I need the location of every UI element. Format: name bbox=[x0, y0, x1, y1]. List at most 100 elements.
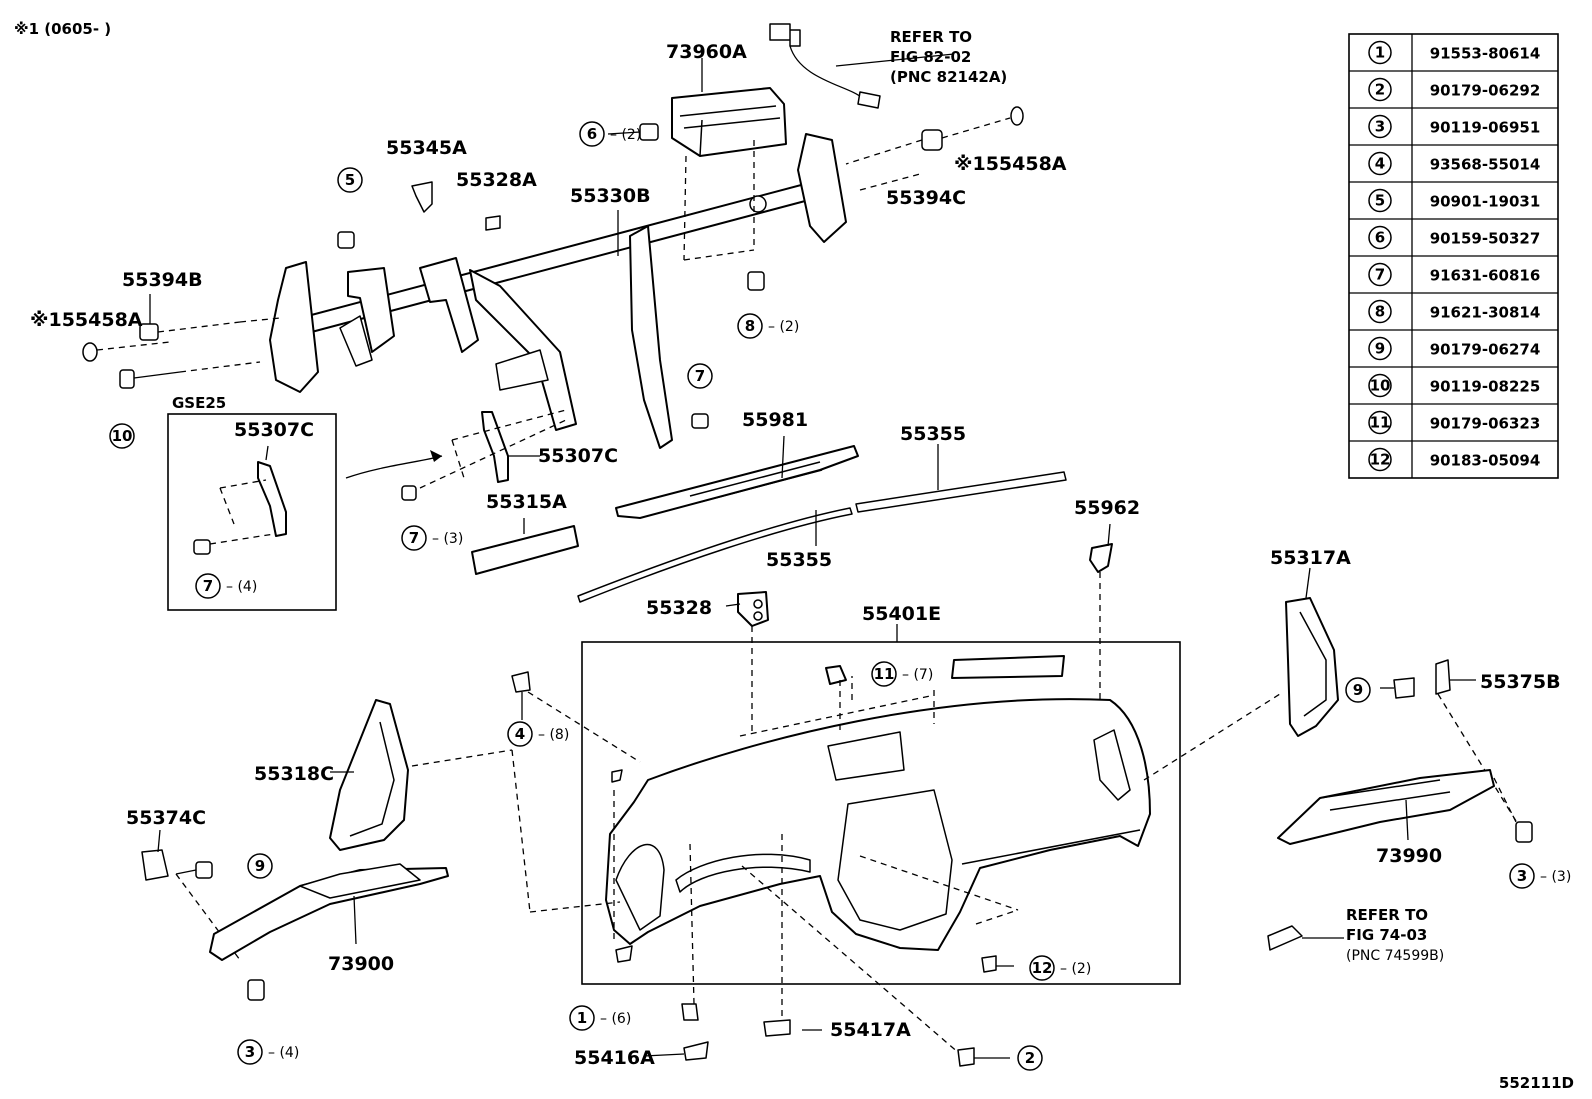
part-number: 91621-30814 bbox=[1430, 304, 1541, 322]
callout-circle bbox=[1345, 677, 1371, 703]
ref-number: 1 bbox=[1375, 44, 1385, 62]
callout-circle bbox=[579, 121, 605, 147]
left-lower-parts bbox=[141, 699, 449, 1001]
callout-circle bbox=[871, 661, 897, 687]
ref-number: 8 bbox=[1375, 303, 1385, 321]
callout-9: 9 bbox=[1345, 677, 1371, 703]
leader-lines bbox=[149, 53, 1409, 1057]
part-number: 90179-06274 bbox=[1430, 341, 1541, 359]
reinforcement-beam bbox=[269, 133, 847, 449]
part-number: 90183-05094 bbox=[1430, 452, 1541, 470]
clips-top bbox=[737, 543, 1113, 740]
part-number: 93568-55014 bbox=[1430, 156, 1541, 174]
callout-number: 7 bbox=[203, 577, 213, 595]
diagram-id: 552111D bbox=[1499, 1074, 1574, 1092]
inset-frame bbox=[167, 413, 337, 611]
part-label: 55307C bbox=[234, 419, 314, 441]
callout-circle bbox=[401, 525, 427, 551]
callout-number: 5 bbox=[345, 171, 355, 189]
callout-2: 2 bbox=[1017, 1045, 1043, 1071]
part-labels: 73960A 55345A 55328A 55330B 55394C ※1554… bbox=[30, 41, 1561, 1069]
callout-qty: – (6) bbox=[600, 1011, 631, 1027]
panel-fasteners bbox=[511, 671, 1014, 1067]
ref-circle bbox=[1368, 447, 1392, 472]
part-label: 55345A bbox=[386, 137, 467, 159]
refer-note-74-line2: FIG 74-03 bbox=[1346, 926, 1427, 944]
part-label: ※155458A bbox=[954, 153, 1067, 175]
ref-circle bbox=[1368, 336, 1392, 361]
callout-circle bbox=[195, 573, 221, 599]
parts-table-row: 7 91631-60816 bbox=[1349, 255, 1558, 287]
ref-number: 9 bbox=[1375, 340, 1385, 358]
ref-circle bbox=[1368, 40, 1392, 65]
part-number: 91631-60816 bbox=[1430, 267, 1541, 285]
ref-circle bbox=[1368, 114, 1392, 139]
ref-circle bbox=[1368, 225, 1392, 250]
callout-1: 1– (6) bbox=[569, 1005, 631, 1031]
ref-number: 7 bbox=[1375, 266, 1385, 284]
callout-10: 10 bbox=[109, 423, 135, 449]
ref-circle bbox=[1368, 188, 1392, 213]
ref-circle bbox=[1368, 410, 1392, 435]
callout-number: 7 bbox=[695, 367, 705, 385]
part-label: 55374C bbox=[126, 807, 206, 829]
panel-frame bbox=[581, 641, 1181, 985]
callout-number: 6 bbox=[587, 125, 597, 143]
callout-circle bbox=[737, 313, 763, 339]
refer-note-82-line2: FIG 82-02 bbox=[890, 48, 971, 66]
callout-5: 5 bbox=[337, 167, 363, 193]
instrument-panel-55401e bbox=[581, 641, 1181, 985]
callout-7: 7– (3) bbox=[401, 525, 463, 551]
part-label: 55962 bbox=[1074, 497, 1140, 519]
callout-number: 3 bbox=[245, 1043, 255, 1061]
part-label: 55416A bbox=[574, 1047, 655, 1069]
callout-qty: – (2) bbox=[768, 319, 799, 335]
ref-circle bbox=[1368, 151, 1392, 176]
ref-circle bbox=[1368, 299, 1392, 324]
callout-circle bbox=[237, 1039, 263, 1065]
callout-qty: – (3) bbox=[1540, 869, 1571, 885]
part-label: ※155458A bbox=[30, 309, 143, 331]
callout-qty: – (7) bbox=[902, 667, 933, 683]
part-label: 73990 bbox=[1376, 845, 1442, 867]
callout-qty: – (4) bbox=[226, 579, 257, 595]
callout-circle bbox=[337, 167, 363, 193]
callout-number: 10 bbox=[112, 427, 133, 445]
part-label: 55315A bbox=[486, 491, 567, 513]
refer-note-74-line3: (PNC 74599B) bbox=[1346, 948, 1444, 964]
ref-number: 12 bbox=[1370, 451, 1391, 469]
callout-number: 3 bbox=[1517, 867, 1527, 885]
callout-number: 2 bbox=[1025, 1049, 1035, 1067]
ref-number: 2 bbox=[1375, 81, 1385, 99]
callout-11: 11– (7) bbox=[871, 661, 933, 687]
gse25-inset: GSE25 bbox=[167, 394, 443, 611]
part-number: 90119-08225 bbox=[1430, 378, 1541, 396]
part-label: 55317A bbox=[1270, 547, 1351, 569]
part-number: 90119-06951 bbox=[1430, 119, 1541, 137]
side-bracket-55307c bbox=[401, 409, 567, 501]
right-lower-parts bbox=[1267, 597, 1533, 951]
callout-7: 7 – (4) bbox=[195, 573, 257, 599]
callout-3: 3 – (3) bbox=[1509, 863, 1571, 889]
inset-label: GSE25 bbox=[172, 394, 226, 412]
callout-12: 12 – (2) bbox=[1029, 955, 1091, 981]
part-label: 73960A bbox=[666, 41, 747, 63]
top-brackets bbox=[337, 123, 765, 429]
part-label: 55355 bbox=[766, 549, 832, 571]
part-label: 55318C bbox=[254, 763, 334, 785]
callout-qty: – (2) bbox=[1060, 961, 1091, 977]
part-label: 73900 bbox=[328, 953, 394, 975]
callout-circle bbox=[1509, 863, 1535, 889]
part-label: 55401E bbox=[862, 603, 941, 625]
callout-number: 12 bbox=[1032, 959, 1053, 977]
callout-circle bbox=[1029, 955, 1055, 981]
